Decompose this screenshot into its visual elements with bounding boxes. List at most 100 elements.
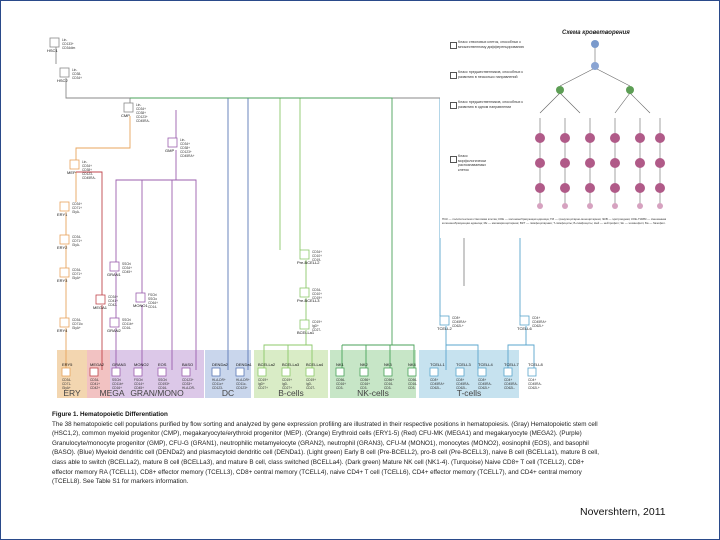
leaf-marker-bcella2-2: IgD+ <box>258 382 265 386</box>
node-box-cmp <box>123 102 134 113</box>
leaf-name-tcell3: TCELL3 <box>456 362 471 367</box>
leaf-box-bcella4 <box>305 367 315 377</box>
node-marker-gmp-4: CD123+ <box>180 150 192 154</box>
leaf-box-tcell8 <box>527 367 537 377</box>
group-label-dc: DC <box>222 388 234 398</box>
node-marker-cmp-3: CD38+ <box>136 111 146 115</box>
leaf-name-eos: EOS <box>158 362 167 367</box>
leaf-marker-tcell8-3: CD62L+ <box>528 386 540 390</box>
leaf-marker-baso-3: HLA-DR- <box>182 386 195 390</box>
node-marker-ery3-1: CD34- <box>72 268 81 272</box>
leaf-box-eos <box>157 367 167 377</box>
node-name-mega1: MEGA1 <box>93 305 108 310</box>
node-marker-ery2-2: CD71+ <box>72 239 82 243</box>
leaf-box-bcella2 <box>257 367 267 377</box>
inset-legend-1: Класс стволовых клеток, способных к множ… <box>458 40 525 49</box>
node-box-ery3 <box>59 267 70 278</box>
caption-text: The 38 hematopoietic cell populations pu… <box>52 420 599 486</box>
lineage-edge-13 <box>171 179 176 370</box>
leaf-marker-nk2-2: CD16+ <box>360 382 370 386</box>
node-marker-tcell2-2: CD45RA+ <box>452 320 467 324</box>
node-name-ery1: ERY1 <box>57 212 68 217</box>
leaf-marker-gran3-3: CD16+ <box>112 386 122 390</box>
node-marker-pre-bcell2-1: CD34+ <box>312 250 322 254</box>
node-marker-mep-5: CD45RA- <box>82 176 96 180</box>
node-marker-ery4-3: GlyA+ <box>72 326 81 330</box>
node-marker-mono1-3: CD64+ <box>148 301 158 305</box>
node-marker-cmp-2: CD34+ <box>136 107 146 111</box>
leaf-marker-tcell4-3: CD62L+ <box>478 386 490 390</box>
leaf-marker-denda2-3: CD123- <box>212 386 223 390</box>
leaf-marker-nk1-1: CD56- <box>336 378 345 382</box>
node-box-ery4 <box>59 317 70 328</box>
node-box-mono1 <box>135 292 146 303</box>
leaf-name-gran3: GRAN3 <box>112 362 127 367</box>
node-name-ery2: ERY2 <box>57 245 68 250</box>
leaf-box-tcell4 <box>477 367 487 377</box>
leaf-marker-nk3-2: CD16- <box>384 382 393 386</box>
legend-box-3 <box>450 102 457 109</box>
leaf-marker-bcella3-3: CD27+ <box>282 386 292 390</box>
leaf-name-nk4: NK4 <box>408 362 417 367</box>
node-marker-hsc2-1: Lin- <box>72 68 77 72</box>
node-name-hsc2: HSC2 <box>57 78 68 83</box>
node-marker-tcell6-1: CD4+ <box>532 316 540 320</box>
inset-cell-diagram <box>535 40 665 209</box>
node-name-bcella1: BCELLa1 <box>297 330 315 335</box>
leaf-box-tcell3 <box>455 367 465 377</box>
leaf-marker-nk4-1: CD56- <box>408 378 417 382</box>
node-box-pre-bcell2 <box>299 249 310 260</box>
cfu-cell <box>591 62 599 70</box>
leaf-marker-mega2-1: CD34- <box>90 378 99 382</box>
lineage-edge-37 <box>445 326 479 370</box>
node-marker-hsc2-2: CD38- <box>72 72 81 76</box>
lymph-progenitor-cell <box>626 86 634 94</box>
leaf-marker-tcell3-3: CD62L- <box>456 386 467 390</box>
leaf-marker-tcell7-3: CD62L- <box>504 386 515 390</box>
node-marker-cmp-5: CD45RA- <box>136 119 150 123</box>
leaf-marker-bcella2-3: CD27+ <box>258 386 268 390</box>
leaf-marker-nk1-2: CD16+ <box>336 382 346 386</box>
legend-box-4 <box>450 156 457 163</box>
node-marker-hsc1-2: CD133+ <box>62 42 74 46</box>
leaf-marker-eos-1: SSChi <box>158 378 167 382</box>
node-marker-pre-bcell2-2: CD10+ <box>312 254 322 258</box>
lineage-edge-29 <box>263 330 307 370</box>
lineage-edge-20 <box>76 171 103 295</box>
node-marker-gmp-2: CD34+ <box>180 142 190 146</box>
leaf-marker-mono2-2: CD14+ <box>134 382 144 386</box>
lineage-edge-6 <box>130 97 441 316</box>
leaf-box-nk1 <box>335 367 345 377</box>
node-marker-ery1-3: GlyA- <box>72 210 80 214</box>
group-label-nk-cells: NK-cells <box>357 388 389 398</box>
leaf-name-tcell1: TCELL1 <box>430 362 445 367</box>
inset-legend-2: Класс предшественников, способных к разв… <box>458 70 523 79</box>
leaf-marker-ery5-1: CD34- <box>62 378 71 382</box>
legend-box-1 <box>450 42 457 49</box>
author-credit: Novershtern, 2011 <box>580 506 666 518</box>
node-marker-gran2-1: SSChi <box>122 318 131 322</box>
leaf-box-denda2 <box>211 367 221 377</box>
leaf-marker-tcell1-1: CD8+ <box>430 378 438 382</box>
leaf-marker-ery5-2: CD71- <box>62 382 71 386</box>
leaf-name-denda2: DENDa2 <box>212 362 229 367</box>
lineage-edge-11 <box>141 179 176 293</box>
leaf-marker-nk3-1: CD56+ <box>384 378 394 382</box>
node-marker-gran1-2: CD34+ <box>122 266 132 270</box>
leaf-box-mono2 <box>133 367 143 377</box>
node-name-pre-bcell2: Pre-BCELL2 <box>297 260 320 265</box>
leaf-marker-mono2-3: CD45+ <box>134 386 144 390</box>
node-box-gran2 <box>109 317 120 328</box>
leaf-marker-baso-1: CD123+ <box>182 378 194 382</box>
node-marker-pre-bcell3-2: CD10+ <box>312 292 322 296</box>
leaf-marker-nk4-3: CD3- <box>408 386 415 390</box>
leaf-name-tcell7: TCELL7 <box>504 362 519 367</box>
node-marker-mono1-1: FSChi <box>148 293 157 297</box>
node-name-pre-bcell3: Pre-BCELL3 <box>297 298 320 303</box>
node-box-tcell2 <box>439 315 450 326</box>
node-box-pre-bcell3 <box>299 287 310 298</box>
leaf-marker-tcell1-2: CD45RA+ <box>430 382 445 386</box>
node-box-gran1 <box>109 261 120 272</box>
node-marker-gran2-2: CD11b+ <box>122 322 134 326</box>
inset-legend-4: Класс морфологически распознаваемых клет… <box>458 154 487 172</box>
